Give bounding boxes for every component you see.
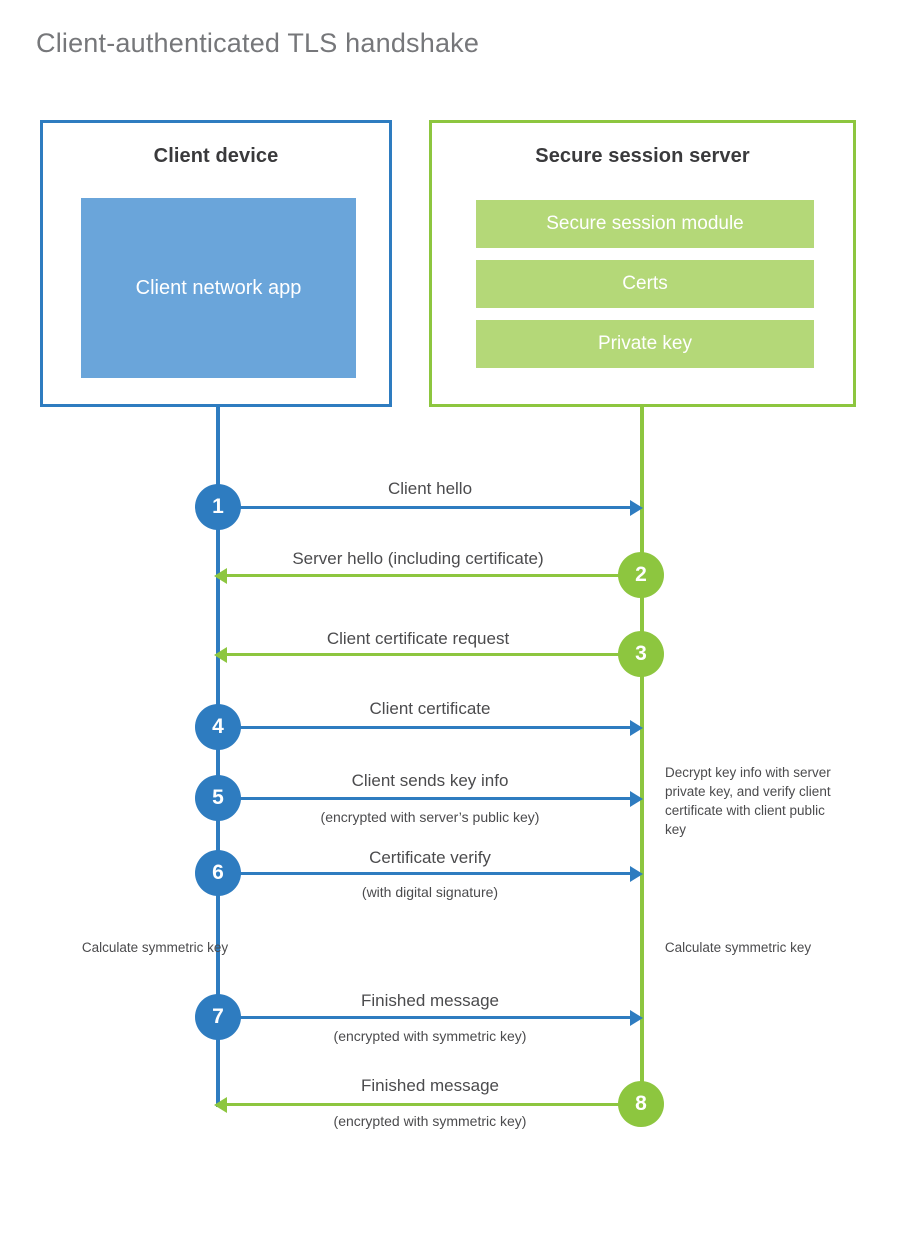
step-7-circle[interactable]: 7 [195, 994, 241, 1040]
secure-session-server-box: Secure session server Secure session mod… [429, 120, 856, 407]
step-8-arrow-head-icon [214, 1096, 227, 1113]
step-8-label: Finished message [361, 1076, 499, 1095]
client-device-title: Client device [153, 145, 279, 167]
server-module-private-key: Private key [476, 320, 814, 368]
step-6-arrow-line [218, 872, 632, 875]
step-1-circle[interactable]: 1 [195, 484, 241, 530]
server-module-list: Secure session module Certs Private key [476, 200, 814, 380]
step-6-label: Certificate verify [369, 848, 491, 867]
step-7-label: Finished message [361, 991, 499, 1010]
server-lifeline [640, 406, 644, 1107]
step-2-circle[interactable]: 2 [618, 552, 664, 598]
step-7-sublabel: (encrypted with symmetric key) [333, 1028, 527, 1044]
step-6-sublabel: (with digital signature) [361, 884, 499, 900]
step-2-arrow-head-icon [214, 567, 227, 584]
step-2-arrow-line [226, 574, 624, 577]
step-3-arrow-head-icon [214, 646, 227, 663]
server-calculate-symmetric-key-note: Calculate symmetric key [664, 940, 812, 955]
step-7-arrow-head-icon [630, 1009, 643, 1026]
server-decrypt-note: Decrypt key info with server private key… [665, 765, 831, 838]
step-8-circle[interactable]: 8 [618, 1081, 664, 1127]
client-device-box: Client device Client network app [40, 120, 392, 407]
step-5-arrow-line [218, 797, 632, 800]
client-network-app-block: Client network app [81, 198, 356, 378]
step-6-circle[interactable]: 6 [195, 850, 241, 896]
step-1-arrow-line [218, 506, 632, 509]
step-3-circle[interactable]: 3 [618, 631, 664, 677]
step-8-sublabel: (encrypted with symmetric key) [333, 1113, 527, 1129]
step-5-circle[interactable]: 5 [195, 775, 241, 821]
step-7-arrow-line [218, 1016, 632, 1019]
step-6-arrow-head-icon [630, 865, 643, 882]
step-4-circle[interactable]: 4 [195, 704, 241, 750]
step-4-arrow-line [218, 726, 632, 729]
step-5-sublabel: (encrypted with server’s public key) [320, 809, 540, 825]
step-5-arrow-head-icon [630, 790, 643, 807]
step-1-label: Client hello [387, 479, 473, 498]
step-8-arrow-line [226, 1103, 624, 1106]
page-title: Client-authenticated TLS handshake [36, 28, 480, 58]
step-2-label: Server hello (including certificate) [292, 549, 544, 568]
client-calculate-symmetric-key-note: Calculate symmetric key [81, 940, 229, 955]
step-1-arrow-head-icon [630, 499, 643, 516]
secure-session-server-title: Secure session server [535, 145, 750, 167]
step-4-arrow-head-icon [630, 719, 643, 736]
step-4-label: Client certificate [369, 699, 491, 718]
step-3-label: Client certificate request [326, 629, 510, 648]
server-module-secure-session-module: Secure session module [476, 200, 814, 248]
server-module-certs: Certs [476, 260, 814, 308]
step-5-label: Client sends key info [351, 771, 509, 790]
step-3-arrow-line [226, 653, 624, 656]
client-lifeline [216, 406, 220, 1107]
